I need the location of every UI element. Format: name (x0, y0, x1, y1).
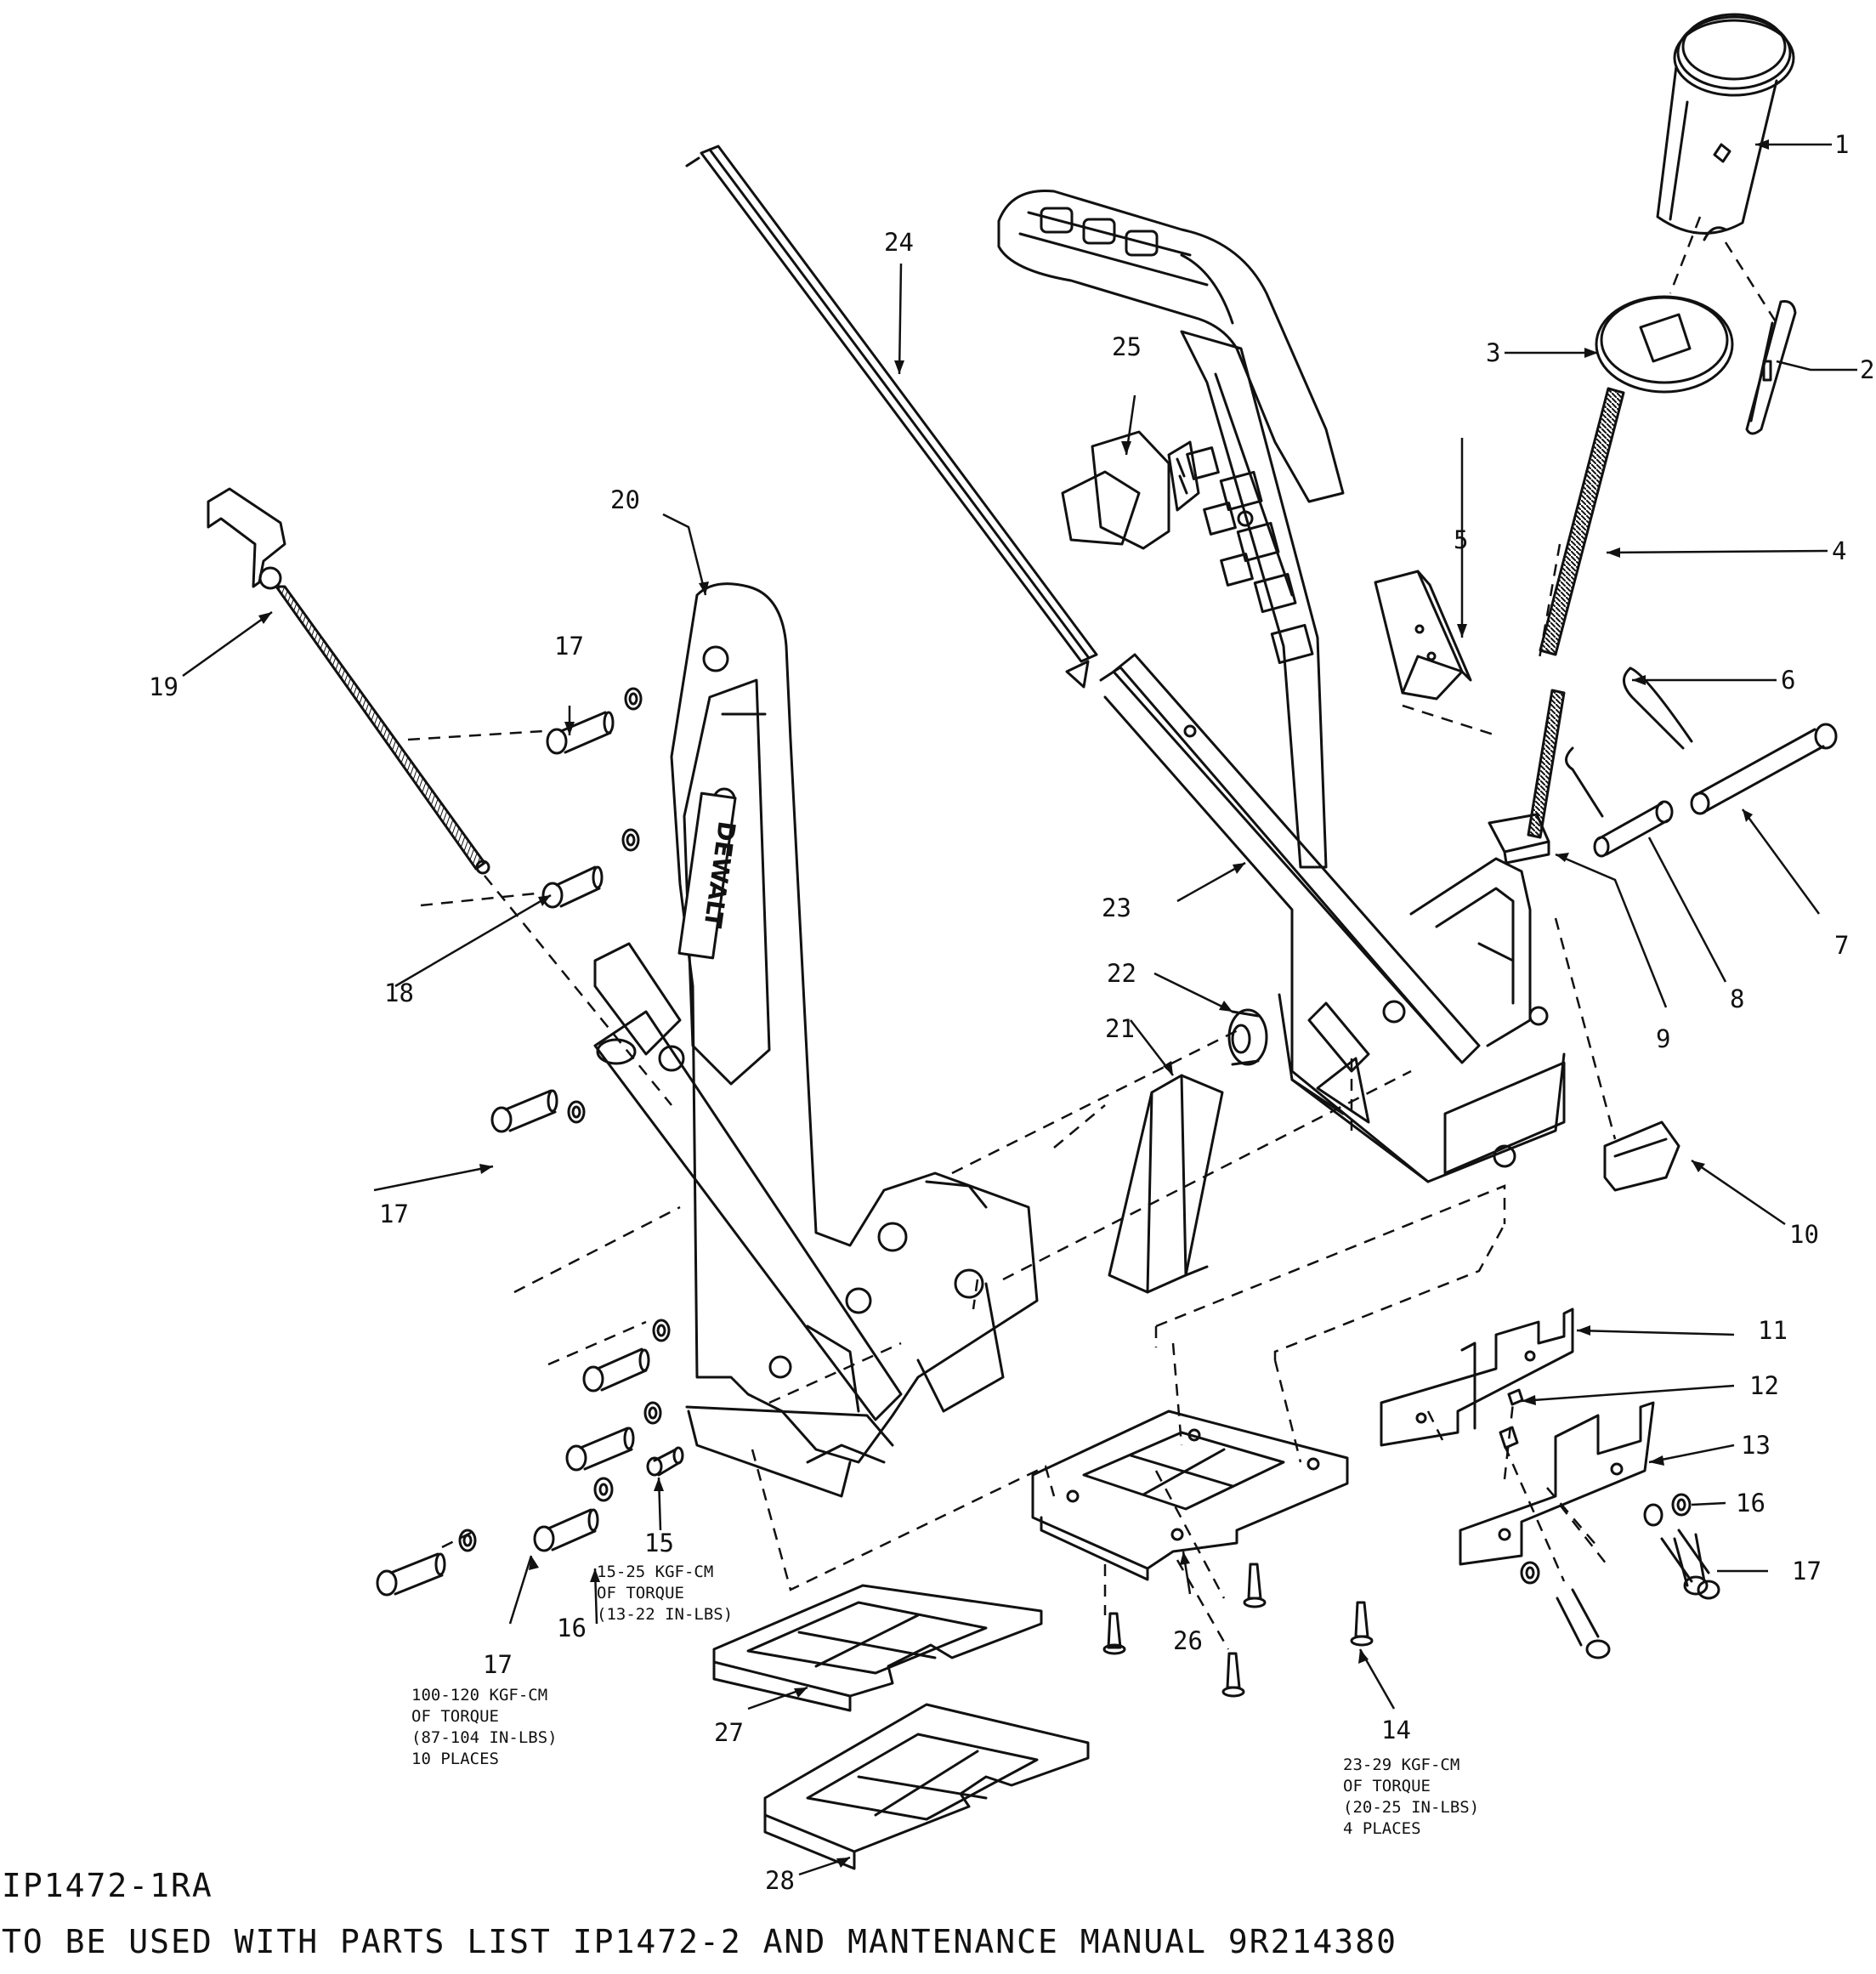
svg-text:OF TORQUE: OF TORQUE (411, 1707, 499, 1726)
part-base-plate (1031, 1410, 1349, 1581)
svg-text:100-120 KGF-CM: 100-120 KGF-CM (411, 1686, 547, 1705)
callout-17-right: 17 (1792, 1557, 1822, 1585)
part-main-frame (997, 189, 1566, 1183)
callout-13: 13 (1741, 1431, 1771, 1460)
svg-text:OF TORQUE: OF TORQUE (597, 1584, 684, 1602)
callout-16-left: 16 (557, 1614, 587, 1642)
part-short-pin (1565, 746, 1674, 858)
leader-arrowheads (258, 139, 1769, 1868)
part-screws (376, 687, 1720, 1659)
part-clip (1745, 300, 1797, 435)
part-left-frame (593, 582, 1039, 1498)
svg-text:(87-104 IN-LBS): (87-104 IN-LBS) (411, 1728, 558, 1747)
part-long-spring (1539, 387, 1625, 656)
callout-3: 3 (1486, 338, 1500, 367)
callout-23: 23 (1102, 893, 1131, 922)
dewalt-logo: DEWALT (677, 791, 741, 960)
document-id: IP1472-1RA (2, 1867, 213, 1904)
callout-26: 26 (1173, 1626, 1203, 1655)
part-end-cap (1603, 1120, 1680, 1192)
part-hook-spring (207, 487, 490, 875)
svg-text:OF TORQUE: OF TORQUE (1343, 1777, 1431, 1795)
part-flat-screws (1102, 1563, 1374, 1698)
callout-19: 19 (149, 672, 179, 701)
callout-28: 28 (765, 1866, 795, 1895)
callout-2: 2 (1860, 355, 1874, 384)
part-pad-28 (763, 1703, 1090, 1870)
part-block (1374, 570, 1472, 701)
callout-1: 1 (1834, 130, 1849, 159)
callout-10: 10 (1789, 1220, 1819, 1249)
callout-20: 20 (610, 485, 640, 514)
callout-17-mid: 17 (379, 1200, 409, 1228)
part-long-rail (685, 145, 1098, 689)
part-rod-plate (1488, 689, 1566, 865)
svg-text:(20-25 IN-LBS): (20-25 IN-LBS) (1343, 1798, 1479, 1817)
part-square-washer (1595, 295, 1734, 394)
callout-12: 12 (1749, 1371, 1779, 1400)
callout-25: 25 (1112, 332, 1142, 361)
callout-9: 9 (1656, 1024, 1670, 1053)
callout-15: 15 (644, 1529, 674, 1557)
callout-27: 27 (714, 1718, 744, 1747)
part-bracket-lower (1459, 1401, 1655, 1566)
callout-8: 8 (1730, 984, 1744, 1013)
torque-note-14: 23-29 KGF-CM OF TORQUE (20-25 IN-LBS) 4 … (1343, 1756, 1479, 1838)
callout-4: 4 (1832, 536, 1846, 565)
part-cap-pin (1656, 13, 1795, 241)
callout-7: 7 (1834, 931, 1849, 960)
part-trigger (1061, 430, 1200, 550)
callout-21: 21 (1105, 1014, 1135, 1043)
callout-11: 11 (1758, 1316, 1788, 1345)
callout-6: 6 (1781, 666, 1795, 695)
part-small-screws (1499, 1388, 1524, 1449)
callout-5: 5 (1454, 525, 1468, 554)
callout-17-top: 17 (554, 632, 584, 661)
svg-text:4 PLACES: 4 PLACES (1343, 1819, 1421, 1838)
callout-17-bottom: 17 (483, 1650, 513, 1679)
part-hairpin (1623, 667, 1693, 750)
svg-text:10 PLACES: 10 PLACES (411, 1750, 499, 1768)
assembly-lines (407, 216, 1778, 1650)
svg-text:23-29 KGF-CM: 23-29 KGF-CM (1343, 1756, 1459, 1774)
part-roller (1227, 1008, 1268, 1066)
callout-22: 22 (1107, 959, 1136, 988)
torque-note-15: 15-25 KGF-CM OF TORQUE (13-22 IN-LBS) (597, 1563, 733, 1624)
usage-note: TO BE USED WITH PARTS LIST IP1472-2 AND … (2, 1923, 1397, 1960)
callout-14: 14 (1381, 1716, 1411, 1744)
callout-24: 24 (884, 228, 914, 257)
torque-note-17: 100-120 KGF-CM OF TORQUE (87-104 IN-LBS)… (411, 1686, 558, 1768)
svg-text:(13-22 IN-LBS): (13-22 IN-LBS) (597, 1605, 733, 1624)
part-pad-27 (712, 1584, 1043, 1712)
svg-text:15-25 KGF-CM: 15-25 KGF-CM (597, 1563, 713, 1581)
callout-16-right: 16 (1736, 1489, 1765, 1517)
part-bracket-upper (1380, 1307, 1574, 1447)
part-channel (1108, 1074, 1224, 1294)
part-long-pin (1690, 723, 1838, 815)
callout-18: 18 (384, 978, 414, 1007)
callout-labels: 1 2 3 4 5 6 7 8 9 10 11 12 13 14 15 16 1… (149, 130, 1874, 1895)
